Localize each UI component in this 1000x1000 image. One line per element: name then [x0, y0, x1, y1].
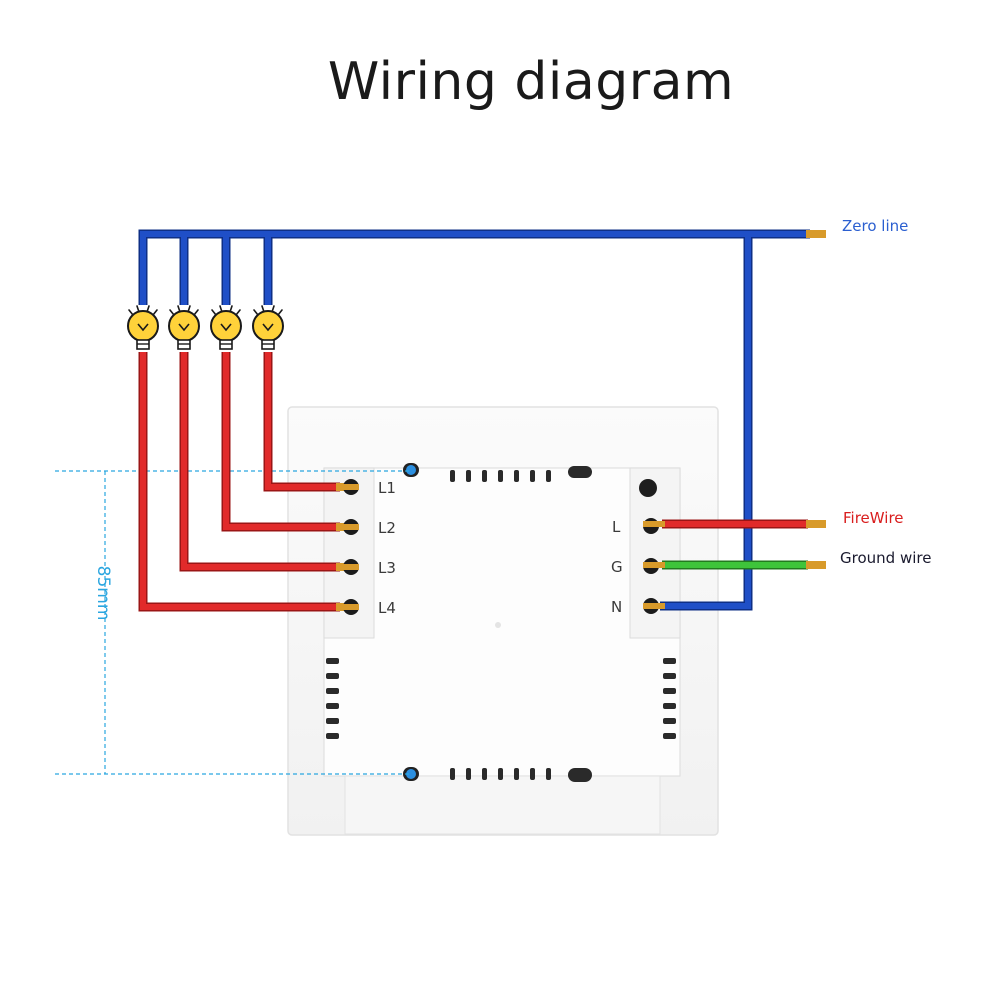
switch-back-plate: [287, 406, 719, 836]
terminal-label-g: G: [611, 558, 623, 576]
terminal-label-l1: L1: [378, 479, 396, 497]
load-wires: [138, 352, 358, 612]
page-title: Wiring diagram: [327, 52, 735, 112]
light-bulb-icon: [252, 305, 284, 350]
dimension-marker: [55, 470, 410, 775]
terminal-screws-right: [643, 518, 665, 614]
dimension-label: 85mm: [93, 566, 113, 621]
terminal-label-l: L: [612, 518, 621, 536]
terminal-label-n: N: [611, 598, 622, 616]
terminal-label-l4: L4: [378, 599, 396, 617]
ground-wire: [662, 560, 826, 570]
terminal-screws-left: [341, 479, 359, 615]
terminal-label-l3: L3: [378, 559, 396, 577]
ground-wire-label: Ground wire: [840, 549, 931, 567]
light-bulb-icon: [210, 305, 242, 350]
zero-line-label: Zero line: [842, 217, 908, 235]
terminal-label-l2: L2: [378, 519, 396, 537]
light-bulb-icon: [127, 305, 159, 350]
fire-wire: [662, 519, 826, 529]
light-bulbs: [127, 305, 284, 350]
neutral-wires: [138, 229, 826, 611]
firewire-label: FireWire: [843, 509, 904, 527]
light-bulb-icon: [168, 305, 200, 350]
